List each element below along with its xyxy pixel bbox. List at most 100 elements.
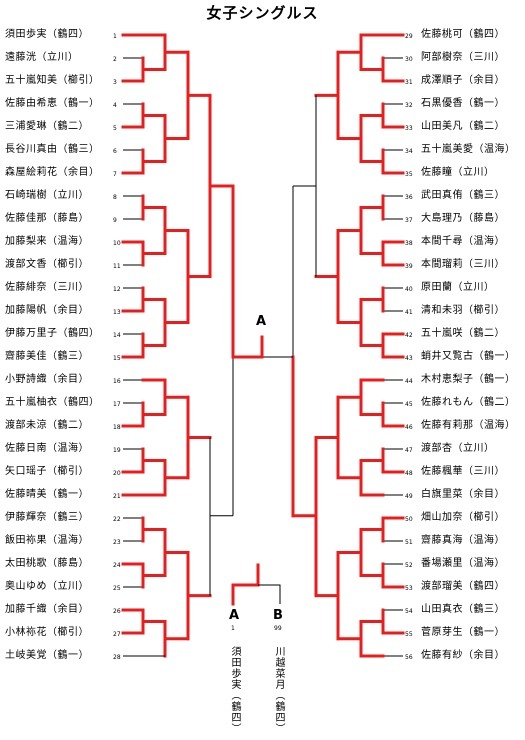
player-name: 伊藤万里子（鶴四）: [5, 328, 100, 339]
player-number: 25: [113, 585, 121, 592]
player-number: 26: [113, 608, 121, 615]
player-name: 小林袮花（櫛引）: [5, 627, 89, 638]
player-name: 加藤陽帆（余目）: [5, 305, 89, 316]
player-name: 清和未羽（櫛引）: [421, 305, 505, 316]
player-number: 55: [405, 631, 413, 638]
player-number: 53: [405, 585, 413, 592]
player-row: 太田桃歌（藤島） 24: [5, 558, 123, 570]
player-row: 佐藤由希恵（鶴一）4: [5, 98, 123, 110]
player-name: 木村恵梨子（鶴一）: [421, 374, 516, 385]
final-right-label: B: [273, 608, 283, 623]
player-row: 渡部文香（櫛引）11: [5, 259, 123, 271]
bracket-line: [258, 584, 281, 604]
player-name: 番場瀬里（温海）: [421, 558, 505, 569]
player-row: 佐藤晴美（鶴一）21: [5, 489, 123, 501]
player-number: 50: [405, 516, 413, 523]
player-number: 29: [405, 33, 413, 40]
player-name: 佐藤佳那（藤島）: [5, 213, 89, 224]
player-row: 佐藤緋奈（三川）12: [5, 282, 123, 294]
player-name: 五十嵐咲（鶴二）: [421, 328, 505, 339]
player-number: 37: [405, 217, 413, 224]
player-row: 長谷川真由（鶴三）6: [5, 144, 123, 156]
player-name: 土岐美覚（鶴一）: [5, 650, 89, 661]
player-row: 佐藤日南（温海）19: [5, 443, 123, 455]
player-row: 加藤梨来（温海）10: [5, 236, 123, 248]
player-name: 渡部未涼（鶴二）: [5, 420, 89, 431]
player-row: 五十嵐柚衣（鶴四） 17: [5, 397, 123, 409]
player-number: 22: [113, 516, 121, 523]
player-name: 佐藤楓華（三川）: [421, 466, 505, 477]
player-number: 44: [405, 378, 413, 385]
player-row: 渡部未涼（鶴二） 18: [5, 420, 123, 432]
player-name: 本間千尋（温海）: [421, 236, 505, 247]
player-number: 31: [405, 79, 413, 86]
player-number: 30: [405, 56, 413, 63]
player-number: 27: [113, 631, 121, 638]
player-number: 3: [113, 79, 117, 86]
final-right-name: 川越菜月（鶴四）: [273, 646, 284, 734]
final-left-seed: 1: [231, 625, 235, 632]
player-number: 20: [113, 470, 121, 477]
player-number: 56: [405, 654, 413, 661]
player-number: 42: [405, 332, 413, 339]
player-name: 遠藤洸（立川）: [5, 52, 79, 63]
player-name: 原田蘭（立川）: [421, 282, 495, 293]
player-number: 10: [113, 240, 121, 247]
player-name: 五十嵐柚衣（鶴四）: [5, 397, 100, 408]
player-row: 伊藤万里子（鶴四） 14: [5, 328, 123, 340]
player-name: 齋藤美佳（鶴三）: [5, 351, 89, 362]
player-row: 小野詩織（余目）16: [5, 374, 123, 386]
player-number: 17: [113, 401, 121, 408]
player-name: 太田桃歌（藤島）: [5, 558, 89, 569]
player-number: 15: [113, 355, 121, 362]
player-number: 38: [405, 240, 413, 247]
player-row: 加藤陽帆（余目）13: [5, 305, 123, 317]
player-name: 伊藤輝奈（鶴三）: [5, 512, 89, 523]
player-row: 小林袮花（櫛引） 27: [5, 627, 123, 639]
player-name: 長谷川真由（鶴三）: [5, 144, 100, 155]
player-number: 34: [405, 148, 413, 155]
player-row: 矢口瑶子（櫛引） 20: [5, 466, 123, 478]
player-name: 佐藤れもん（鶴二）: [421, 397, 516, 408]
player-number: 24: [113, 562, 121, 569]
player-number: 7: [113, 171, 117, 178]
player-row: 土岐美覚（鶴一） 28: [5, 650, 123, 662]
player-name: 武田真侑（鶴三）: [421, 190, 505, 201]
player-name: 渡部瑠美（鶴四）: [421, 581, 505, 592]
player-row: 佐藤佳那（藤島） 9: [5, 213, 123, 225]
player-number: 47: [405, 447, 413, 454]
player-name: 大島理乃（藤島）: [421, 213, 505, 224]
player-number: 32: [405, 102, 413, 109]
player-number: 43: [405, 355, 413, 362]
player-name: 五十嵐美愛（温海）: [421, 144, 516, 155]
player-row: 伊藤輝奈（鶴三） 22: [5, 512, 123, 524]
player-number: 48: [405, 470, 413, 477]
player-row: 飯田袮果（温海）23: [5, 535, 123, 547]
player-number: 21: [113, 493, 121, 500]
player-row: 五十嵐知美（櫛引）3: [5, 75, 123, 87]
player-name: 飯田袮果（温海）: [5, 535, 89, 546]
player-number: 28: [113, 654, 121, 661]
final-left-label: A: [229, 608, 240, 623]
player-number: 41: [405, 309, 413, 316]
player-name: 渡部文香（櫛引）: [5, 259, 89, 270]
player-name: 石崎瑞樹（立川）: [5, 190, 89, 201]
player-number: 46: [405, 424, 413, 431]
player-row: 齋藤美佳（鶴三） 15: [5, 351, 123, 363]
player-number: 19: [113, 447, 121, 454]
player-number: 18: [113, 424, 121, 431]
player-number: 4: [113, 102, 117, 109]
player-name: 佐藤桃可（鶴四）: [421, 29, 505, 40]
player-name: 奥山ゆめ（立川）: [5, 581, 89, 592]
player-name: 矢口瑶子（櫛引）: [5, 466, 89, 477]
player-number: 40: [405, 286, 413, 293]
player-number: 12: [113, 286, 121, 293]
player-number: 45: [405, 401, 413, 408]
player-number: 36: [405, 194, 413, 201]
player-number: 16: [113, 378, 121, 385]
player-row: 須田歩実（鶴四）1: [5, 29, 123, 41]
player-number: 9: [113, 217, 117, 224]
player-name: 山田美凡（鶴二）: [421, 121, 505, 132]
player-number: 14: [113, 332, 121, 339]
player-number: 52: [405, 562, 413, 569]
